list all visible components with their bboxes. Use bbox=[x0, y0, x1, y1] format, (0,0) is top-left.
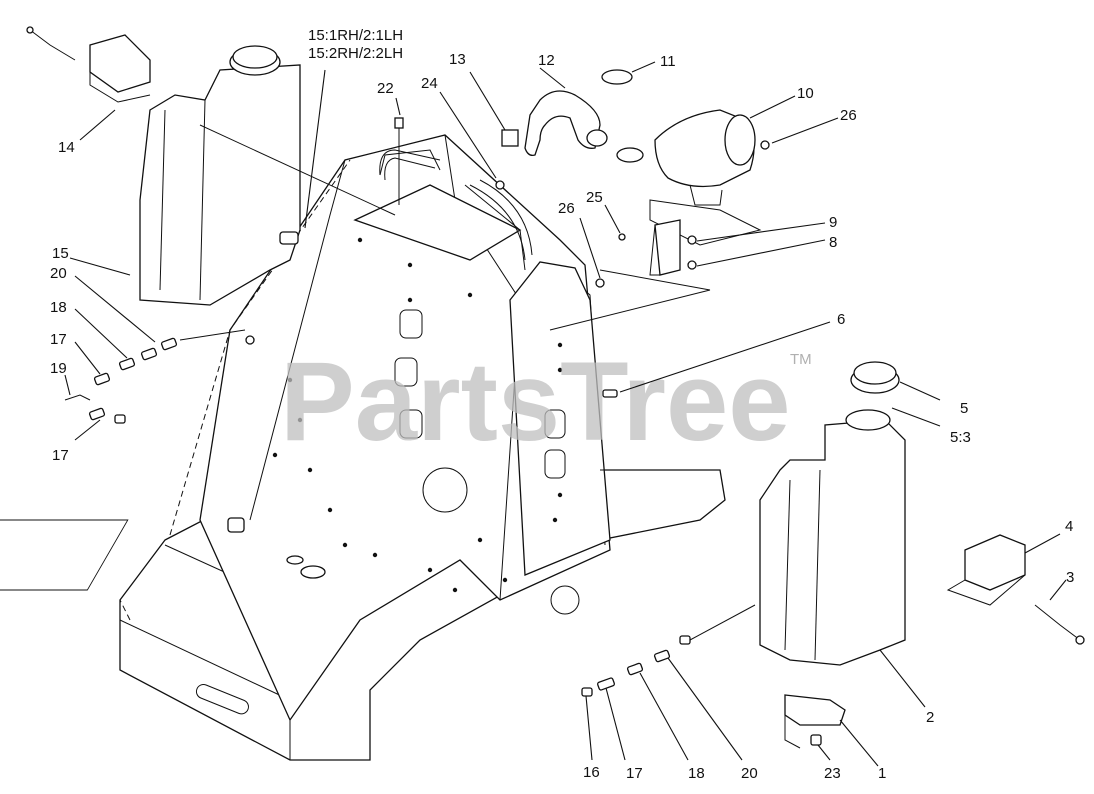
callout-3: 3 bbox=[1066, 569, 1074, 586]
watermark-text: PartsTree bbox=[280, 339, 791, 464]
callout-5: 5 bbox=[960, 400, 968, 417]
callout-15-note-b: 15:2RH/2:2LH bbox=[308, 45, 403, 62]
left-fuel-tank bbox=[139, 45, 396, 306]
callout-15-note-a: 15:1RH/2:1LH bbox=[308, 27, 403, 44]
callout-26-mid: 26 bbox=[558, 200, 575, 217]
callout-2: 2 bbox=[926, 709, 934, 726]
callout-14: 14 bbox=[58, 139, 75, 156]
callout-8: 8 bbox=[829, 234, 837, 251]
tower-handle bbox=[379, 129, 533, 261]
callout-22: 22 bbox=[377, 80, 394, 97]
watermark-trademark: TM bbox=[790, 351, 812, 368]
fasteners bbox=[245, 117, 618, 398]
callout-18-bottom: 18 bbox=[688, 765, 705, 782]
callout-17-left-bottom: 17 bbox=[52, 447, 69, 464]
callout-17-bottom: 17 bbox=[626, 765, 643, 782]
leader-lines bbox=[64, 61, 1067, 767]
callout-10: 10 bbox=[797, 85, 814, 102]
callout-labels: 15:1RH/2:1LH 15:2RH/2:2LH 13 12 11 22 24… bbox=[50, 27, 1074, 782]
callout-12: 12 bbox=[538, 52, 555, 69]
callout-20-bottom: 20 bbox=[741, 765, 758, 782]
callout-16: 16 bbox=[583, 764, 600, 781]
bottom-bracket bbox=[784, 694, 846, 749]
callout-15: 15 bbox=[52, 245, 69, 262]
callout-13: 13 bbox=[449, 51, 466, 68]
callout-6: 6 bbox=[837, 311, 845, 328]
right-bracket bbox=[946, 534, 1085, 645]
callout-1: 1 bbox=[878, 765, 886, 782]
air-cleaner-assembly bbox=[524, 69, 770, 246]
callout-25: 25 bbox=[586, 189, 603, 206]
callout-5-3: 5:3 bbox=[950, 429, 971, 446]
mount-bracket bbox=[549, 219, 711, 331]
right-fuel-tank bbox=[759, 361, 906, 666]
callout-26-top: 26 bbox=[840, 107, 857, 124]
callout-20-left: 20 bbox=[50, 265, 67, 282]
callout-24: 24 bbox=[421, 75, 438, 92]
left-fittings bbox=[64, 329, 246, 424]
left-bracket bbox=[26, 26, 151, 103]
right-fittings bbox=[581, 604, 756, 697]
callout-23: 23 bbox=[824, 765, 841, 782]
callout-11: 11 bbox=[660, 53, 676, 70]
frame-assembly bbox=[0, 134, 726, 761]
callout-4: 4 bbox=[1065, 518, 1073, 535]
callout-19: 19 bbox=[50, 360, 67, 377]
callout-9: 9 bbox=[829, 214, 837, 231]
callout-17-left-top: 17 bbox=[50, 331, 67, 348]
callout-18-left: 18 bbox=[50, 299, 67, 316]
